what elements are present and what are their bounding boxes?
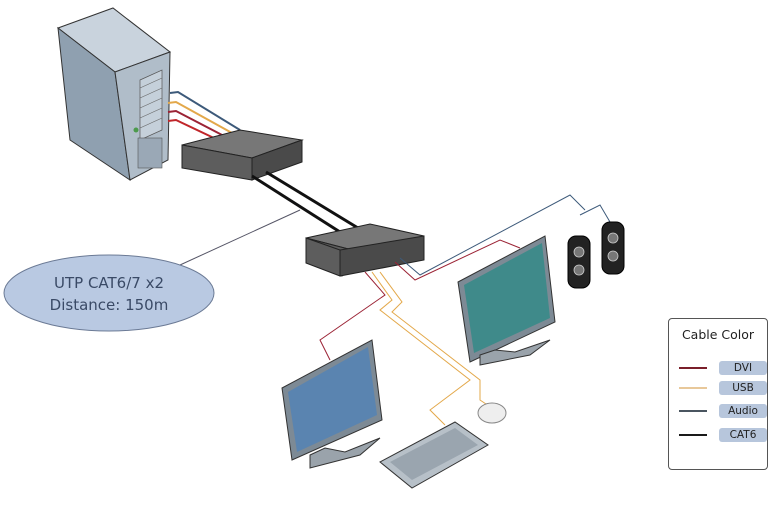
callout-ellipse: [3, 254, 215, 332]
mouse: [477, 402, 507, 424]
legend-label: CAT6: [719, 428, 767, 442]
callout-cable-type: UTP CAT6/7 x2: [53, 274, 165, 292]
monitor-1: [281, 339, 383, 469]
legend-label: Audio: [719, 404, 767, 418]
legend-item-usb: USB: [679, 381, 767, 395]
legend-item-dvi: DVI: [679, 361, 767, 375]
transmitter-box: [181, 129, 304, 181]
server-cables: [167, 90, 241, 140]
callout-distance: Distance: 150m: [49, 296, 169, 314]
keyboard: [379, 421, 489, 489]
speakers: [567, 221, 625, 289]
cat6-line-swatch: [679, 434, 707, 436]
legend-label: USB: [719, 381, 767, 395]
cat6-cables: [251, 170, 359, 234]
output-cables: [319, 194, 611, 426]
dvi-line-swatch: [679, 367, 707, 369]
server-tower: [56, 7, 172, 182]
power-led-icon: [133, 127, 139, 133]
legend-label: DVI: [719, 361, 767, 375]
audio-line-swatch: [679, 410, 707, 412]
callout-leader-line: [179, 209, 301, 266]
usb-line-swatch: [679, 387, 707, 389]
legend-item-cat6: CAT6: [679, 428, 767, 442]
legend-title: Cable Color: [681, 327, 755, 342]
receiver-box: [305, 223, 425, 277]
cable-color-legend: Cable Color DVI USB Audio CAT6: [668, 318, 768, 470]
legend-item-audio: Audio: [679, 404, 767, 418]
monitor-2: [457, 235, 556, 366]
